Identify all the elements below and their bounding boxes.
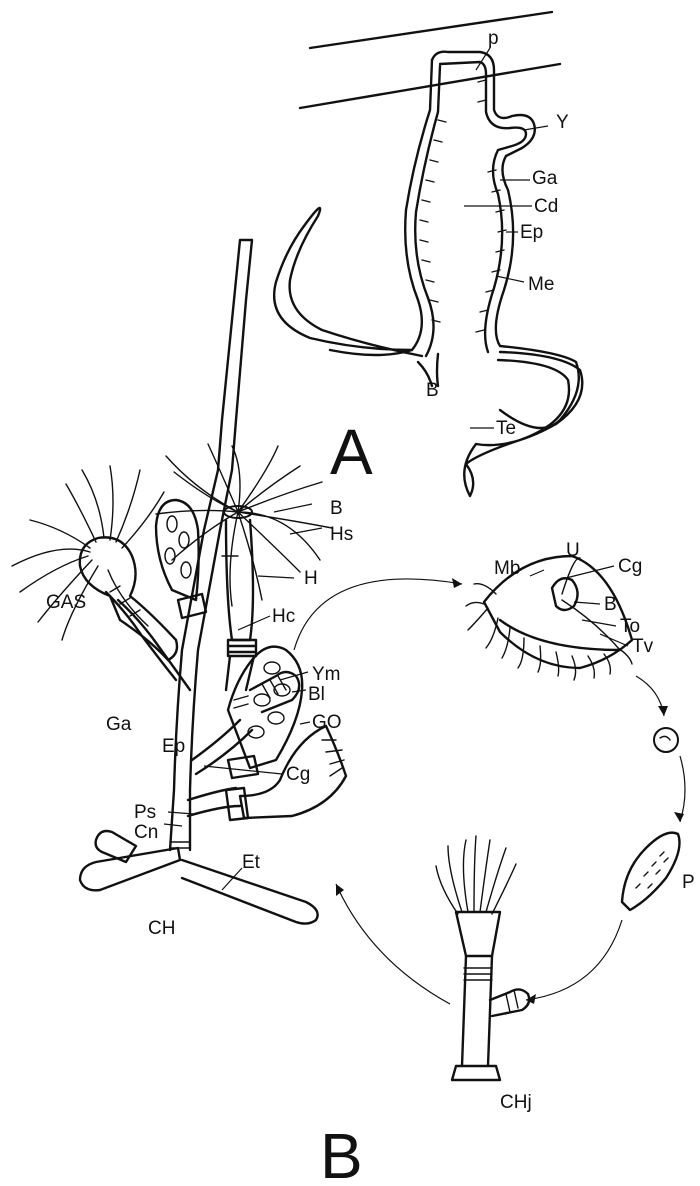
gonophore-left [156,500,199,600]
egg [654,728,678,752]
panel-a-drawing [274,12,582,496]
juvenile-tentacles [436,836,516,914]
arrowhead-2 [658,706,668,716]
label-b-CHj: CHj [500,1092,532,1113]
branch-lower [188,788,240,816]
tentacle-left [274,208,422,356]
label-b-Bl: Bl [308,684,325,705]
label-a-Y: Y [556,112,569,133]
label-b-GO: GO [312,712,342,733]
arrow-egg-to-planula [680,756,685,822]
stolon-left-branch [96,831,136,862]
label-b-Ep: Ep [162,736,185,757]
label-b-P: P [682,872,695,893]
label-b-B-medusa: B [604,594,617,615]
arrow-colony-to-medusa [294,579,462,650]
label-b-Cg: Cg [286,764,310,785]
panel-b-colony [12,240,346,924]
label-b-Et: Et [242,852,261,873]
label-b-Tv: Tv [632,636,654,657]
label-b-Mb: Mb [494,558,520,579]
label-a-Me: Me [528,274,554,295]
planula [622,833,680,910]
panel-b-letter: B [320,1120,363,1186]
juvenile-hydranth [456,912,500,956]
arrow-planula-to-juvenile [526,920,622,1000]
label-b-GAS: GAS [46,592,86,613]
label-b-To: To [620,616,640,637]
left-hydranth-tentacles [12,466,164,640]
label-a-Ep: Ep [520,222,543,243]
label-b-Hc: Hc [272,606,295,627]
gastrodermis-hatching-left [420,120,446,322]
medusa-manubrium [552,578,578,610]
panel-b-labels: B Hs H Hc GAS Ym Bl GO Ga Ep Cg Ps Cn Et… [46,498,695,1186]
label-b-Hs: Hs [330,524,353,545]
arrowhead-5 [336,884,344,896]
juvenile-base [452,1066,500,1080]
label-a-Cd: Cd [534,196,558,217]
substrate-upper-line [310,12,552,48]
panel-b-leaders [164,504,628,890]
label-b-CH: CH [148,918,175,939]
arrowhead-1 [452,578,462,588]
label-b-B: B [330,498,343,519]
polyp-body-left-inner [415,66,440,356]
gonophore-left-collar [178,594,206,618]
label-a-p: p [488,28,499,49]
label-b-Cg-medusa: Cg [618,556,642,577]
label-b-Ps: Ps [134,802,156,823]
label-a-Ga: Ga [532,168,558,189]
label-b-Ga: Ga [106,714,132,735]
polyp-body-inner [440,62,526,352]
arrow-medusa-to-egg [636,676,664,716]
panel-a-letter: A [330,416,373,488]
upper-hydrotheca-collar [228,640,256,656]
juvenile-stalk [462,956,492,1066]
label-b-Ym: Ym [312,664,341,685]
label-a-Te: Te [496,418,516,439]
label-b-U: U [566,540,580,561]
label-a-B: B [426,380,439,401]
label-b-H: H [304,568,318,589]
arrow-juvenile-to-colony [336,884,450,1004]
label-b-Cn: Cn [134,822,158,843]
